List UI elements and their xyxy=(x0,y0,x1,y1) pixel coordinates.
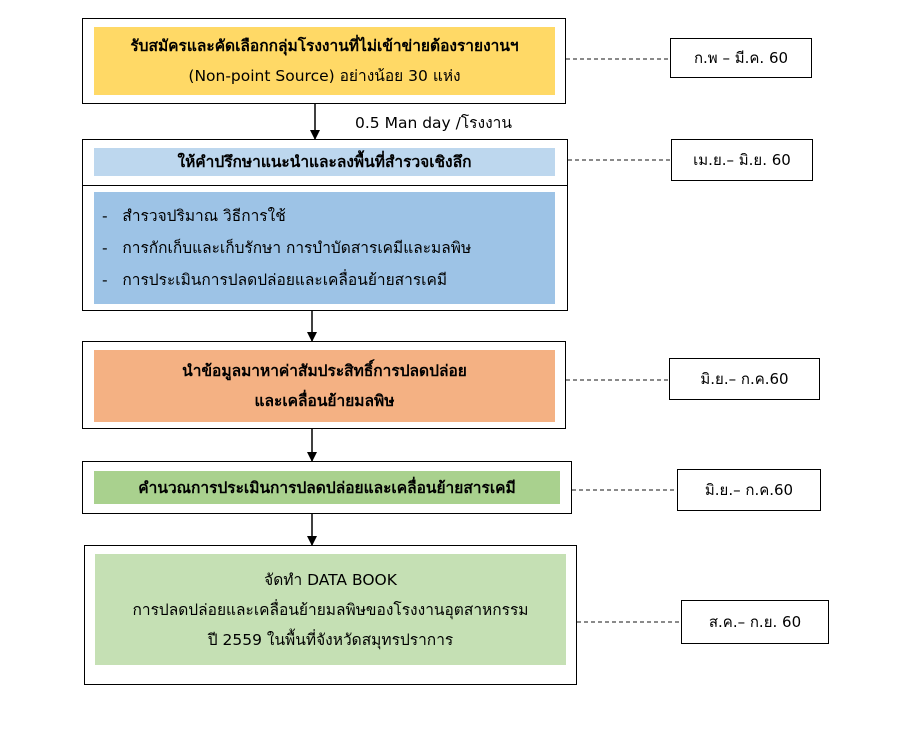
step-4-fill: คำนวณการประเมินการปลดปล่อยและเคลื่อนย้าย… xyxy=(94,471,560,504)
step-5-line-2: การปลดปล่อยและเคลื่อนย้ายมลพิษของโรงงานอ… xyxy=(132,600,529,619)
step-1-line-2: (Non-point Source) อย่างน้อย 30 แห่ง xyxy=(188,67,461,85)
step-3-date: มิ.ย.– ก.ค.60 xyxy=(669,358,820,400)
step-5-line-3: ปี 2559 ในพื้นที่จังหวัดสมุทรปราการ xyxy=(207,630,454,649)
step-5-box: จัดทำ DATA BOOK การปลดปล่อยและเคลื่อนย้า… xyxy=(84,545,577,685)
step-3-fill: นำข้อมูลมาหาค่าสัมประสิทธิ์การปลดปล่อย แ… xyxy=(94,350,555,422)
step-5-line-1: จัดทำ DATA BOOK xyxy=(264,570,397,589)
step-3-line-1: นำข้อมูลมาหาค่าสัมประสิทธิ์การปลดปล่อย xyxy=(182,362,467,380)
step-1-date: ก.พ – มี.ค. 60 xyxy=(670,38,812,78)
step-2-bullets: - สำรวจปริมาณ วิธีการใช้ - การกักเก็บและ… xyxy=(94,192,555,304)
bullet-item: - สำรวจปริมาณ วิธีการใช้ xyxy=(102,207,286,225)
bullet-item: - การกักเก็บและเก็บรักษา การบำบัดสารเคมี… xyxy=(102,239,472,257)
step-2-date: เม.ย.– มิ.ย. 60 xyxy=(671,139,813,181)
step-5-date: ส.ค.– ก.ย. 60 xyxy=(681,600,829,644)
bullet-item: - การประเมินการปลดปล่อยและเคลื่อนย้ายสาร… xyxy=(102,271,448,289)
step-2-header-text: ให้คำปรึกษาแนะนำและลงพื้นที่สำรวจเชิงลึก xyxy=(177,153,472,171)
man-day-note: 0.5 Man day /โรงงาน xyxy=(355,114,512,132)
step-4-date: มิ.ย.– ก.ค.60 xyxy=(677,469,821,511)
step-1-line-1: รับสมัครและคัดเลือกกลุ่มโรงงานที่ไม่เข้า… xyxy=(130,37,519,55)
step-3-box: นำข้อมูลมาหาค่าสัมประสิทธิ์การปลดปล่อย แ… xyxy=(82,341,566,429)
step-2-box: ให้คำปรึกษาแนะนำและลงพื้นที่สำรวจเชิงลึก… xyxy=(82,139,568,311)
step-1-fill: รับสมัครและคัดเลือกกลุ่มโรงงานที่ไม่เข้า… xyxy=(94,27,555,95)
step-3-line-2: และเคลื่อนย้ายมลพิษ xyxy=(254,392,395,410)
step-2-header: ให้คำปรึกษาแนะนำและลงพื้นที่สำรวจเชิงลึก xyxy=(94,148,555,176)
step-4-line-1: คำนวณการประเมินการปลดปล่อยและเคลื่อนย้าย… xyxy=(138,478,516,497)
step-1-box: รับสมัครและคัดเลือกกลุ่มโรงงานที่ไม่เข้า… xyxy=(82,18,566,104)
step-2-divider xyxy=(83,185,567,186)
step-5-fill: จัดทำ DATA BOOK การปลดปล่อยและเคลื่อนย้า… xyxy=(95,554,566,665)
step-4-box: คำนวณการประเมินการปลดปล่อยและเคลื่อนย้าย… xyxy=(82,461,572,514)
